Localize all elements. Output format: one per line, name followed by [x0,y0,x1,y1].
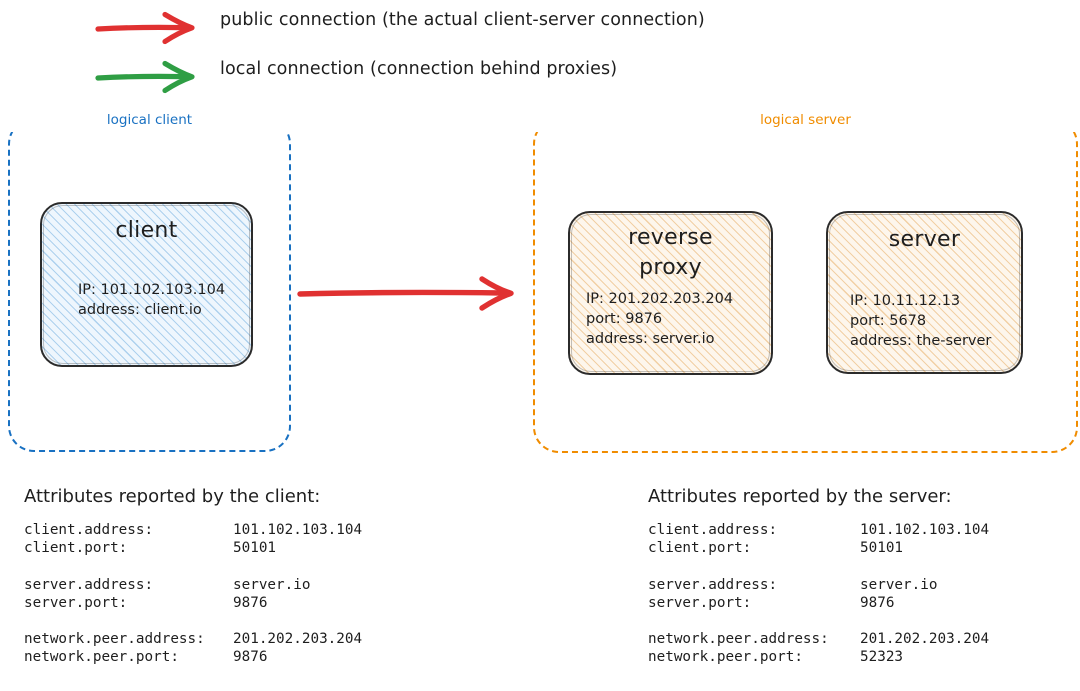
spacer-cell [24,558,233,576]
spacer-cell [860,558,989,576]
legend-label-local-connection: local connection (connection behind prox… [220,59,618,79]
attr-key: server.address: [24,576,154,593]
node-reverse-proxy-title-line1: reverse [628,225,713,250]
table-row: network.peer.port: 9876 [24,648,362,666]
table-row: server.port: 9876 [648,594,989,612]
attr-key: network.peer.port: [648,649,803,666]
table-row: server.port: 9876 [24,594,362,612]
table-row-spacer [24,612,362,630]
table-row-spacer [648,612,989,630]
node-server-address: address: the-server [850,333,992,349]
spacer-cell [648,558,860,576]
green-arrow-icon [95,60,195,94]
attr-key: network.peer.address: [648,631,829,648]
attributes-client-heading: Attributes reported by the client: [24,486,321,507]
spacer-cell [233,612,362,630]
spacer-cell [233,558,362,576]
node-server-port: port: 5678 [850,313,927,329]
attr-value: server.io [860,576,938,593]
attr-value: 9876 [233,594,268,611]
node-client: client IP: 101.102.103.104 address: clie… [40,202,253,367]
attr-key: client.port: [648,540,752,557]
attr-value: 9876 [233,649,268,666]
attr-value: server.io [233,576,311,593]
node-reverse-proxy-address: address: server.io [586,331,715,347]
node-server-title: server [888,227,961,252]
node-client-title: client [115,218,178,243]
attr-value: 52323 [860,649,904,666]
attr-key: client.address: [24,522,154,538]
node-server: server IP: 10.11.12.13 port: 5678 addres… [826,211,1023,374]
attr-value: 50101 [233,540,277,557]
red-arrow-icon [95,11,195,45]
spacer-cell [860,612,989,630]
logical-server-zone: logical server [533,108,1078,453]
attributes-client-table-body: client.address: 101.102.103.104 client.p… [24,521,362,667]
table-row: network.peer.port: 52323 [648,648,989,666]
spacer-cell [24,612,233,630]
legend-item-local-connection: local connection (connection behind prox… [0,57,1080,97]
node-client-details: IP: 101.102.103.104 address: client.io [42,246,251,320]
attributes-server-heading: Attributes reported by the server: [648,486,952,507]
attributes-server-table: client.address: 101.102.103.104 client.p… [648,521,989,667]
attr-key: server.port: [648,594,752,611]
node-server-ip: IP: 10.11.12.13 [850,293,961,309]
logical-server-zone-label: logical server [535,108,1076,132]
table-row-spacer [648,558,989,576]
table-row-spacer [24,558,362,576]
legend-label-public-connection: public connection (the actual client-ser… [220,10,705,30]
attr-key: server.port: [24,594,128,611]
node-reverse-proxy: reverse proxy IP: 201.202.203.204 port: … [568,211,773,375]
spacer-cell [648,612,860,630]
attr-key: network.peer.address: [24,631,205,648]
logical-client-zone: logical client [8,108,291,452]
table-row: network.peer.address: 201.202.203.204 [24,630,362,648]
public-connection-arrow-icon [297,276,514,311]
node-client-address: address: client.io [78,302,202,318]
node-reverse-proxy-port: port: 9876 [586,311,663,327]
node-server-details: IP: 10.11.12.13 port: 5678 address: the-… [828,255,1021,351]
node-reverse-proxy-title: reverse proxy [570,213,771,283]
attributes-server-table-body: client.address: 101.102.103.104 client.p… [648,521,989,667]
node-client-ip: IP: 101.102.103.104 [78,282,226,298]
attr-key: network.peer.port: [24,649,179,666]
attributes-reported-by-client: Attributes reported by the client: clien… [24,486,524,667]
attr-value: 101.102.103.104 [860,522,990,538]
attr-value: 9876 [860,594,895,611]
node-reverse-proxy-details: IP: 201.202.203.204 port: 9876 address: … [570,283,771,349]
table-row: server.address: server.io [24,576,362,594]
attr-value: 50101 [860,540,904,557]
attr-key: server.address: [648,576,778,593]
attr-value: 201.202.203.204 [233,631,363,648]
legend-item-public-connection: public connection (the actual client-ser… [0,8,1080,48]
table-row: client.port: 50101 [24,539,362,557]
logical-client-zone-label: logical client [10,108,289,132]
node-reverse-proxy-title-line2: proxy [639,255,702,280]
attr-key: client.port: [24,540,128,557]
attr-value: 201.202.203.204 [860,631,990,648]
table-row: server.address: server.io [648,576,989,594]
table-row: client.address: 101.102.103.104 [648,521,989,539]
attr-key: client.address: [648,522,778,538]
attributes-reported-by-server: Attributes reported by the server: clien… [648,486,1068,667]
table-row: client.address: 101.102.103.104 [24,521,362,539]
attr-value: 101.102.103.104 [233,522,363,538]
table-row: client.port: 50101 [648,539,989,557]
attributes-client-table: client.address: 101.102.103.104 client.p… [24,521,362,667]
node-reverse-proxy-ip: IP: 201.202.203.204 [586,291,734,307]
table-row: network.peer.address: 201.202.203.204 [648,630,989,648]
